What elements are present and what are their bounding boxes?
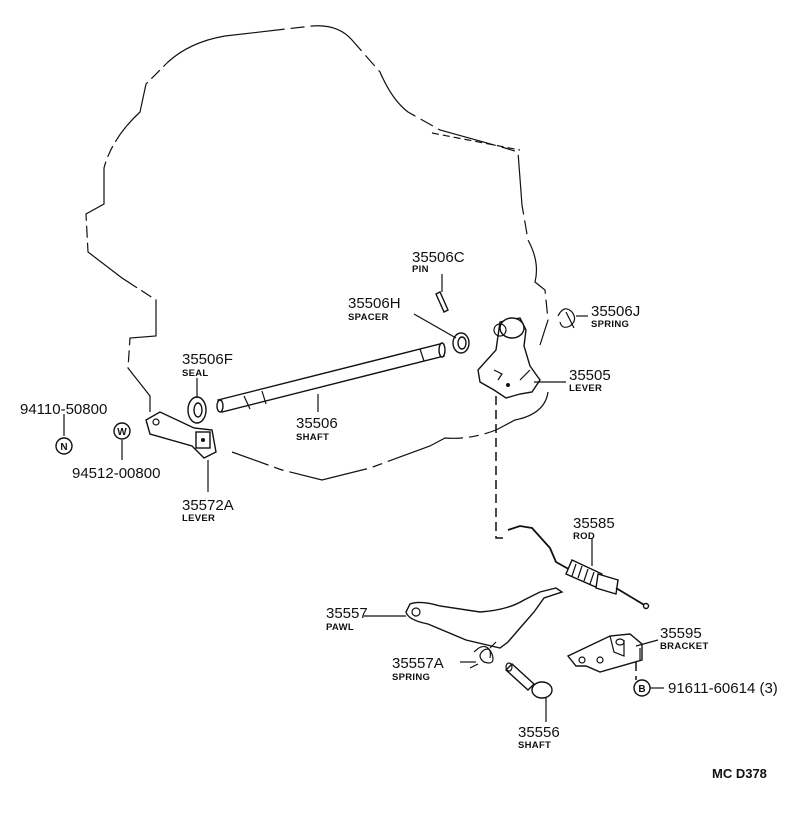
spacer-35506H bbox=[452, 332, 470, 354]
part-label-35585: 35585 ROD bbox=[573, 515, 615, 542]
part-label-35505: 35505 LEVER bbox=[569, 367, 611, 394]
part-label-35595: 35595 BRACKET bbox=[660, 625, 709, 652]
shaft-35556 bbox=[504, 662, 553, 699]
diagram-code: MC D378 bbox=[712, 766, 767, 781]
svg-text:B: B bbox=[638, 684, 645, 695]
svg-text:35595: 35595 bbox=[660, 625, 702, 642]
svg-text:35505: 35505 bbox=[569, 367, 611, 384]
part-label-35557: 35557 PAWL bbox=[326, 605, 368, 633]
part-label-35506: 35506 SHAFT bbox=[296, 415, 338, 443]
fastener-label-94512-00800: 94512-00800 bbox=[72, 465, 160, 482]
b-symbol-icon: B bbox=[633, 679, 664, 697]
svg-text:SPRING: SPRING bbox=[591, 319, 629, 330]
svg-text:SPRING: SPRING bbox=[392, 672, 430, 683]
svg-text:LEVER: LEVER bbox=[182, 513, 215, 524]
fastener-label-91611-60614: 91611-60614 (3) bbox=[668, 680, 778, 697]
svg-text:35572A: 35572A bbox=[182, 497, 234, 514]
part-label-35506J: 35506J SPRING bbox=[591, 303, 640, 330]
svg-text:SEAL: SEAL bbox=[182, 368, 209, 379]
link-lever-to-rod bbox=[495, 396, 508, 539]
lever-35505 bbox=[477, 317, 541, 399]
svg-text:BRACKET: BRACKET bbox=[660, 641, 709, 652]
svg-text:35557A: 35557A bbox=[392, 655, 444, 672]
svg-text:35506J: 35506J bbox=[591, 303, 640, 320]
svg-text:W: W bbox=[117, 427, 127, 438]
fastener-label-94110-50800: 94110-50800 bbox=[20, 401, 107, 418]
svg-text:PIN: PIN bbox=[412, 264, 429, 275]
svg-text:35557: 35557 bbox=[326, 605, 368, 622]
pin-35506C bbox=[435, 291, 449, 313]
part-label-35506F: 35506F SEAL bbox=[182, 351, 233, 379]
part-label-35557A: 35557A SPRING bbox=[392, 655, 444, 683]
svg-text:35506H: 35506H bbox=[348, 295, 401, 312]
svg-text:PAWL: PAWL bbox=[326, 622, 354, 633]
pawl-35557 bbox=[405, 587, 564, 649]
rod-35585 bbox=[507, 525, 650, 610]
shaft-35506 bbox=[216, 342, 446, 413]
svg-text:35506F: 35506F bbox=[182, 351, 233, 368]
svg-text:SHAFT: SHAFT bbox=[518, 740, 551, 751]
part-label-35506C: 35506C PIN bbox=[412, 249, 465, 275]
leader-lines bbox=[63, 274, 659, 722]
svg-text:LEVER: LEVER bbox=[569, 383, 602, 394]
part-label-35506H: 35506H SPACER bbox=[348, 295, 401, 323]
spring-35557A bbox=[469, 641, 497, 669]
svg-text:SHAFT: SHAFT bbox=[296, 432, 329, 443]
bracket-35595 bbox=[566, 633, 643, 673]
n-symbol-icon: N bbox=[55, 437, 73, 455]
svg-text:35506C: 35506C bbox=[412, 249, 465, 266]
svg-text:SPACER: SPACER bbox=[348, 312, 389, 323]
seal-35506F bbox=[187, 396, 207, 424]
svg-text:35506: 35506 bbox=[296, 415, 338, 432]
svg-text:35585: 35585 bbox=[573, 515, 615, 532]
part-label-35572A: 35572A LEVER bbox=[182, 497, 234, 524]
svg-text:N: N bbox=[60, 442, 67, 453]
svg-text:ROD: ROD bbox=[573, 531, 595, 542]
spring-35506J bbox=[557, 308, 576, 329]
part-label-35556: 35556 SHAFT bbox=[518, 724, 560, 751]
transmission-case-outline bbox=[85, 25, 549, 481]
lever-35572A bbox=[145, 411, 217, 459]
w-symbol-icon: W bbox=[113, 422, 131, 440]
svg-text:35556: 35556 bbox=[518, 724, 560, 741]
